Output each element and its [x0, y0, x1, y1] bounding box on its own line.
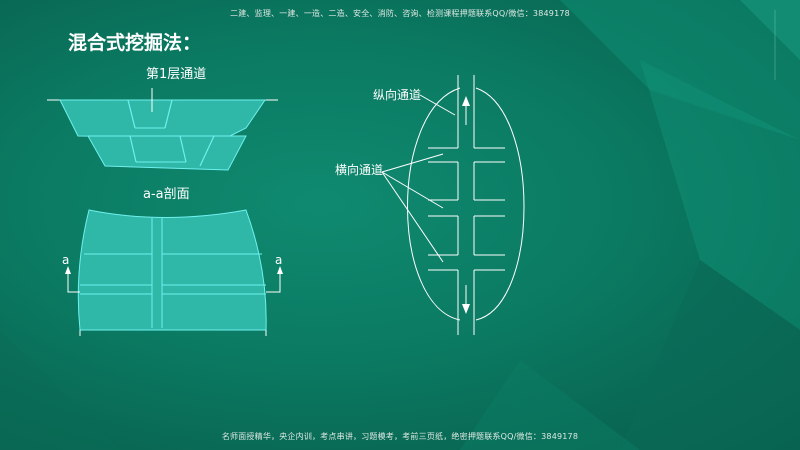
oval-boundary-left	[407, 87, 461, 321]
arrow-up-icon	[462, 96, 470, 106]
trench-edge	[199, 135, 215, 167]
trench-edge	[129, 135, 137, 163]
section-marker-right	[266, 270, 281, 293]
plan-view-diagram	[65, 209, 283, 336]
page-title: 混合式挖掘法：	[68, 32, 202, 54]
arrow-icon	[65, 266, 71, 274]
leader-line	[381, 171, 444, 263]
section-marker-left	[67, 270, 80, 293]
arrow-down-icon	[462, 304, 470, 314]
label-transverse-channel: 横向通道	[335, 163, 384, 177]
trench-edge	[164, 99, 173, 129]
oval-boundary-right	[475, 87, 525, 321]
channel-layout-diagram	[381, 75, 525, 335]
label-section: a-a剖面	[143, 187, 190, 202]
label-layer1-channel: 第1层通道	[146, 67, 207, 82]
trench-edge	[127, 99, 136, 129]
layer2-excavation	[87, 135, 247, 171]
label-a-right: a	[275, 253, 283, 267]
label-longitudinal-channel: 纵向通道	[373, 88, 422, 102]
leader-line	[381, 171, 444, 209]
leader-line	[419, 94, 456, 116]
trench-edge	[179, 135, 187, 163]
layer1-excavation	[59, 99, 266, 139]
label-a-left: a	[62, 253, 70, 267]
bottom-banner: 名师面授精华，央企内训，考点串讲，习题模考，考前三页纸，绝密押题联系QQ/微信：…	[221, 432, 579, 441]
cross-section-diagram	[47, 88, 278, 171]
arrow-icon	[277, 266, 283, 274]
leader-line	[381, 153, 444, 173]
excavation-area	[77, 209, 267, 331]
top-banner: 二建、监理、一建、一造、二造、安全、消防、咨询、检测课程押题联系QQ/微信：38…	[230, 9, 570, 18]
